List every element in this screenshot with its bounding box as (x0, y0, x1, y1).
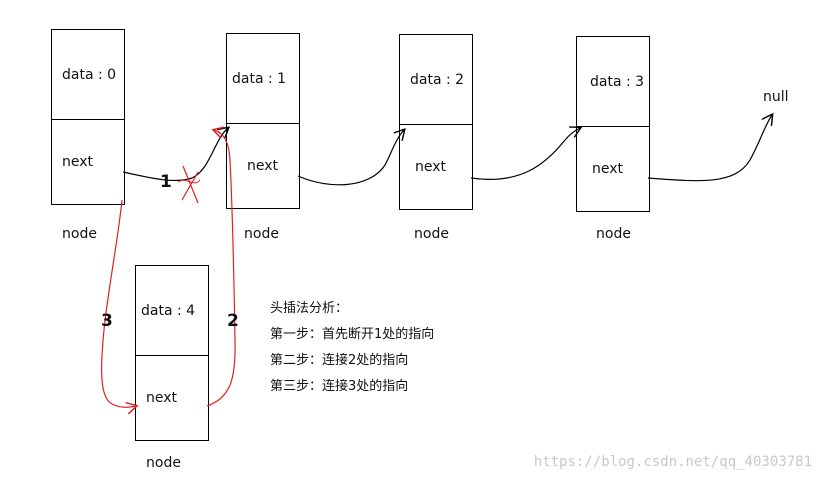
arrow-node1-to-node2 (297, 130, 404, 186)
node-1-next-cell: next (227, 124, 299, 208)
node-4-caption: node (146, 455, 181, 471)
node-3-data-label: data : 3 (590, 73, 645, 90)
node-0-data-label: data : 0 (62, 66, 117, 83)
node-3-caption: node (596, 226, 631, 242)
node-4-data-cell: data : 4 (136, 266, 208, 356)
arrow-node2-to-node3 (470, 128, 580, 180)
step-number-3: 3 (101, 311, 113, 331)
analysis-notes: 头插法分析： 第一步：首先断开1处的指向 第二步：连接2处的指向 第三步：连接3… (270, 296, 434, 400)
node-4: data : 4 next (135, 265, 209, 441)
node-4-next-label: next (146, 390, 178, 406)
node-0-next-label: next (62, 154, 94, 170)
node-2-next-cell: next (400, 125, 472, 209)
node-0: data : 0 next (51, 29, 125, 205)
step-number-1: 1 (160, 172, 172, 192)
arrow-node0-to-node1 (122, 128, 228, 182)
node-2-data-label: data : 2 (410, 71, 465, 88)
node-3-next-cell: next (577, 127, 649, 211)
node-2-data-cell: data : 2 (400, 35, 472, 125)
step-number-2: 2 (227, 311, 239, 331)
node-1-next-label: next (247, 158, 279, 174)
break-mark (181, 165, 199, 204)
node-0-next-cell: next (52, 120, 124, 204)
arrow-step2-node4-to-node1 (206, 130, 236, 407)
node-1: data : 1 next (226, 33, 300, 209)
notes-step-3: 第三步：连接3处的指向 (270, 379, 409, 394)
node-3: data : 3 next (576, 36, 650, 212)
node-3-next-label: next (592, 161, 624, 177)
node-1-caption: node (244, 226, 279, 242)
watermark: https://blog.csdn.net/qq_40303781 (533, 454, 812, 470)
node-0-data-cell: data : 0 (52, 30, 124, 120)
arrow-node3-to-null (647, 115, 772, 182)
node-1-data-label: data : 1 (232, 70, 287, 87)
notes-step-2: 第二步：连接2处的指向 (270, 353, 409, 368)
notes-step-1: 第一步：首先断开1处的指向 (270, 327, 435, 342)
node-2-next-label: next (415, 159, 447, 175)
node-4-next-cell: next (136, 356, 208, 440)
node-3-data-cell: data : 3 (577, 37, 649, 127)
node-1-data-cell: data : 1 (227, 34, 299, 124)
null-label: null (763, 89, 789, 105)
node-2-caption: node (414, 226, 449, 242)
arrow-step3-node0-to-node4 (101, 199, 136, 407)
node-2: data : 2 next (399, 34, 473, 210)
break-mark-swirl (177, 179, 201, 184)
notes-title: 头插法分析： (270, 301, 349, 316)
node-0-caption: node (62, 226, 97, 242)
node-4-data-label: data : 4 (141, 302, 196, 319)
